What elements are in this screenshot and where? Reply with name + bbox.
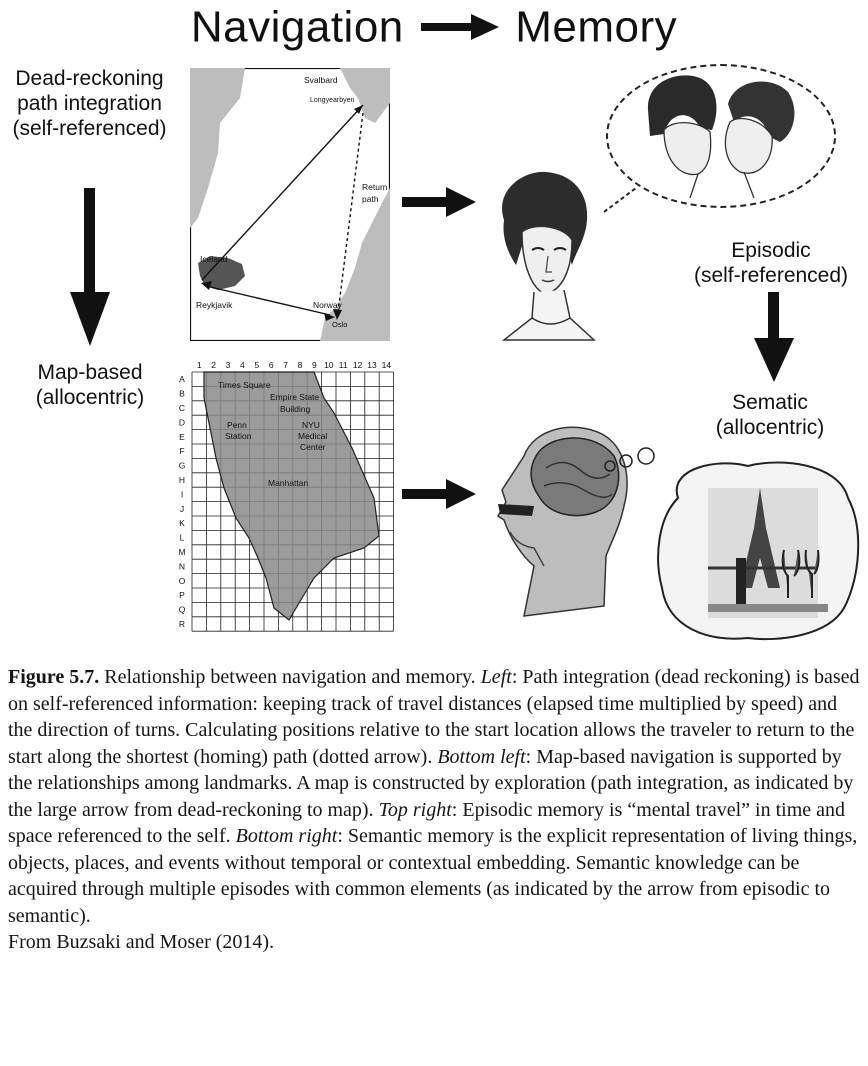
- dead-reckoning-label: Dead-reckoning path integration (self-re…: [2, 66, 177, 141]
- woman-portrait-image: [501, 171, 596, 341]
- semantic-label: Sematic (allocentric): [690, 390, 850, 440]
- label-station: Station: [225, 431, 252, 441]
- grid-row-label: Q: [179, 605, 186, 615]
- caption-source: From Buzsaki and Moser (2014).: [8, 931, 275, 953]
- caption-text-3: : Episodic memory is “mental travel” in …: [8, 798, 846, 848]
- label-return: Return: [362, 182, 388, 192]
- dead-reckoning-line3: (self-referenced): [12, 117, 167, 140]
- grid-row-label: J: [180, 504, 184, 514]
- map-based-line1: Map-based: [37, 361, 143, 384]
- label-manhattan: Manhattan: [268, 478, 308, 488]
- episodic-label: Episodic (self-referenced): [680, 238, 862, 288]
- label-norway: Norway: [313, 300, 343, 310]
- travel-map: Svalbard Longyearbyen Iceland Reykjavik …: [190, 68, 390, 341]
- title-navigation: Navigation: [190, 2, 404, 52]
- map-based-line2: (allocentric): [35, 386, 145, 409]
- grid-row-label: D: [179, 417, 185, 427]
- label-medical: Medical: [298, 431, 327, 441]
- label-iceland: Iceland: [200, 254, 228, 264]
- label-path: path: [362, 194, 379, 204]
- grid-row-label: I: [181, 489, 183, 499]
- caption-text-4: : Semantic memory is the explicit repres…: [8, 825, 858, 927]
- couple-kissing-image: [647, 75, 795, 198]
- title-arrow-icon: [420, 14, 499, 41]
- label-times-square: Times Square: [218, 380, 271, 390]
- label-empire-state: Empire State: [270, 392, 319, 402]
- grid-column-label: 11: [339, 360, 348, 370]
- grid-column-label: 2: [211, 360, 216, 370]
- caption-italic-bottom-right: Bottom right: [235, 825, 338, 847]
- label-building: Building: [280, 404, 311, 414]
- label-oslo: Oslo: [332, 320, 347, 329]
- figure-label: Figure 5.7.: [8, 666, 100, 688]
- episodic-line1: Episodic: [731, 239, 811, 262]
- grid-row-label: A: [179, 374, 185, 384]
- grid-column-label: 10: [324, 360, 334, 370]
- semantic-line1: Sematic: [732, 391, 808, 414]
- grid-row-label: G: [179, 461, 186, 471]
- grid-row-label: K: [179, 518, 185, 528]
- bubble-tail-icon: [603, 187, 637, 213]
- grid-row-label: P: [179, 590, 185, 600]
- label-penn: Penn: [227, 420, 247, 430]
- man-with-brain-image: [497, 426, 628, 617]
- grid-row-label: F: [179, 446, 184, 456]
- caption-text-1: : Path integration (dead reckoning) is b…: [8, 666, 860, 768]
- grid-column-label: 3: [226, 360, 231, 370]
- episodic-line2: (self-referenced): [693, 264, 849, 287]
- grid-column-label: 5: [254, 360, 259, 370]
- figure-caption: Figure 5.7. Relationship between navigat…: [8, 664, 864, 956]
- grid-column-label: 13: [367, 360, 377, 370]
- grid-row-label: L: [180, 533, 185, 543]
- grid-row-label: E: [179, 432, 185, 442]
- caption-italic-left: Left: [480, 666, 512, 688]
- grid-row-label: C: [179, 403, 185, 413]
- grid-column-label: 8: [298, 360, 303, 370]
- map-based-label: Map-based (allocentric): [10, 360, 170, 410]
- dead-reckoning-line2: path integration: [17, 92, 162, 115]
- grid-row-label: B: [179, 389, 185, 399]
- caption-italic-top-right: Top right: [378, 798, 452, 821]
- right-arrow-bottom-icon: [402, 479, 476, 509]
- caption-italic-bottom-left: Bottom left: [437, 745, 526, 768]
- episodic-thought-bubble: [606, 64, 836, 208]
- grid-column-label: 9: [312, 360, 317, 370]
- dead-reckoning-line1: Dead-reckoning: [15, 67, 164, 90]
- label-nyu: NYU: [302, 420, 320, 430]
- eiffel-wine-bubble-image: [657, 461, 860, 641]
- figure-title: Navigation Memory: [0, 0, 868, 54]
- grid-row-label: H: [179, 475, 185, 485]
- down-arrow-right-icon: [754, 292, 794, 382]
- grid-column-label: 7: [283, 360, 288, 370]
- right-arrow-top-icon: [402, 187, 476, 217]
- label-reykjavik: Reykjavik: [196, 300, 233, 310]
- grid-column-label: 12: [353, 360, 363, 370]
- grid-row-label: M: [178, 547, 185, 557]
- semantic-line2: (allocentric): [715, 416, 825, 439]
- grid-row-label: N: [179, 561, 185, 571]
- caption-text-0: Relationship between navigation and memo…: [99, 666, 481, 688]
- grid-column-label: 14: [382, 360, 392, 370]
- grid-row-label: R: [179, 619, 185, 629]
- title-memory: Memory: [515, 2, 678, 52]
- grid-column-label: 1: [197, 360, 202, 370]
- label-center: Center: [300, 442, 326, 452]
- grid-column-label: 4: [240, 360, 245, 370]
- grid-column-label: 6: [269, 360, 274, 370]
- caption-text-2: : Map-based navigation is supported by t…: [8, 745, 854, 821]
- small-bubbles-icon: [604, 447, 655, 472]
- label-svalbard: Svalbard: [304, 75, 338, 85]
- label-longyearbyen: Longyearbyen: [310, 97, 354, 104]
- down-arrow-left-icon: [70, 188, 110, 346]
- grid-row-label: O: [179, 576, 186, 586]
